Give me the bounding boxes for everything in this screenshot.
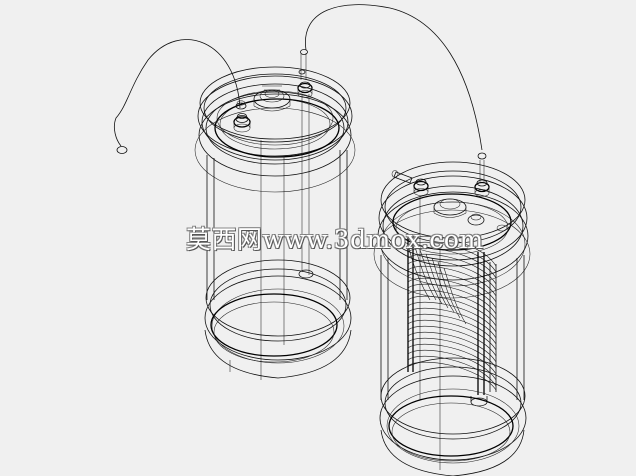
right-lid-details [433, 198, 508, 232]
cylinder-right [373, 160, 531, 476]
cylinder-left [113, 39, 356, 380]
right-fitting-b [474, 160, 490, 197]
right-fitting-a [391, 170, 429, 196]
right-body [380, 196, 525, 470]
right-top-flange [373, 161, 531, 299]
connecting-hose [305, 4, 483, 151]
left-hose-1 [113, 39, 241, 147]
left-lid-details [253, 85, 291, 112]
left-bottom-rings [204, 259, 352, 379]
left-fitting-a [233, 100, 251, 133]
left-hose-1-end [116, 146, 128, 154]
heating-coil [407, 235, 497, 407]
connecting-hose-end [477, 152, 487, 160]
right-bottom-rings [379, 357, 527, 476]
left-fitting-b [297, 49, 313, 98]
